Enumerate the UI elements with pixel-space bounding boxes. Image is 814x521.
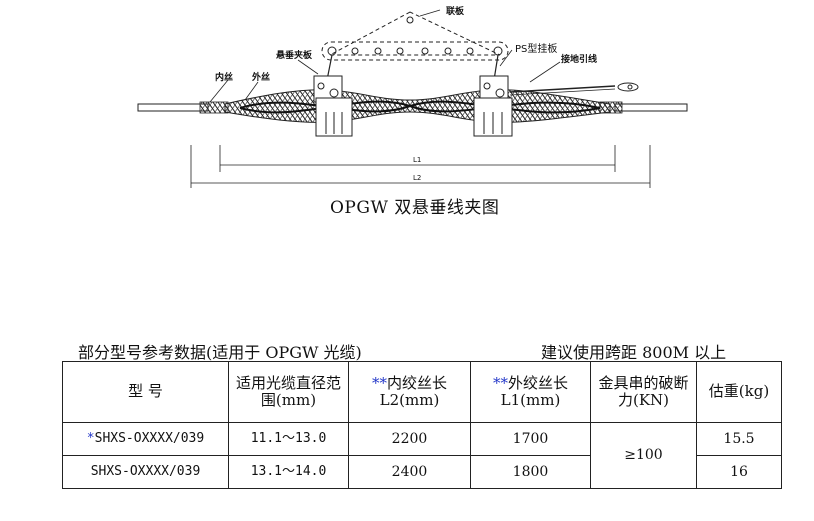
label-suspension-clamp: 悬垂夹板 — [276, 51, 313, 61]
label-ground-lead: 接地引线 — [561, 55, 598, 65]
armor-rods — [224, 89, 611, 123]
cell-diameter: 13.1～14.0 — [228, 455, 349, 489]
header-strength: 金具串的破断力(KN) — [590, 361, 697, 423]
label-yoke-plate: 联板 — [446, 7, 465, 17]
cell-model: *SHXS-OXXXX/039 — [62, 422, 229, 456]
cell-diameter: 11.1～13.0 — [228, 422, 349, 456]
label-l1: L1 — [413, 156, 422, 164]
cell-l1: 1800 — [470, 455, 591, 489]
cell-weight: 16 — [696, 455, 782, 489]
cell-weight: 15.5 — [696, 422, 782, 456]
span-note: 建议使用跨距 800M 以上 — [541, 343, 727, 362]
label-l2: L2 — [413, 174, 422, 182]
header-model: 型 号 — [62, 361, 229, 423]
row-mark: * — [86, 430, 95, 446]
label-outer-rod: 外丝 — [252, 73, 271, 83]
cell-breaking-strength: ≥100 — [590, 422, 697, 489]
cell-model: SHXS-OXXXX/039 — [62, 455, 229, 489]
header-inner-length: **内绞丝长 L2(mm) — [348, 361, 471, 423]
spec-table: 型 号 适用光缆直径范围(mm) **内绞丝长 L2(mm) **外绞丝长 L1… — [62, 361, 782, 489]
yoke-plate — [321, 11, 509, 61]
table-header-row: 型 号 适用光缆直径范围(mm) **内绞丝长 L2(mm) **外绞丝长 L1… — [62, 361, 782, 423]
suspension-clamp-right — [473, 75, 513, 137]
header-weight: 估重(kg) — [696, 361, 782, 423]
model-text: SHXS-OXXXX/039 — [94, 430, 205, 446]
table-title: 部分型号参考数据(适用于 OPGW 光缆) — [78, 343, 362, 362]
dimension-lines — [190, 145, 651, 188]
header-inner-text: 内绞丝长 L2(mm) — [379, 373, 447, 409]
clamp-diagram — [137, 9, 688, 188]
suspension-clamp-left — [313, 75, 353, 137]
table-row: SHXS-OXXXX/039 13.1～14.0 2400 1800 16 — [62, 455, 782, 489]
header-outer-text: 外绞丝长 L1(mm) — [500, 373, 568, 409]
cell-l2: 2200 — [348, 422, 471, 456]
model-text: SHXS-OXXXX/039 — [90, 463, 201, 479]
label-ps-link: PS型挂板 — [515, 44, 558, 55]
label-inner-rod: 内丝 — [215, 73, 234, 83]
cell-l1: 1700 — [470, 422, 591, 456]
diagram-caption: OPGW 双悬垂线夹图 — [330, 198, 500, 218]
ground-lead — [509, 82, 639, 96]
header-outer-mark: ** — [492, 373, 508, 392]
header-outer-length: **外绞丝长 L1(mm) — [470, 361, 591, 423]
header-inner-mark: ** — [371, 373, 387, 392]
cell-l2: 2400 — [348, 455, 471, 489]
table-row: *SHXS-OXXXX/039 11.1～13.0 2200 1700 ≥100… — [62, 422, 782, 489]
header-diameter: 适用光缆直径范围(mm) — [228, 361, 349, 423]
